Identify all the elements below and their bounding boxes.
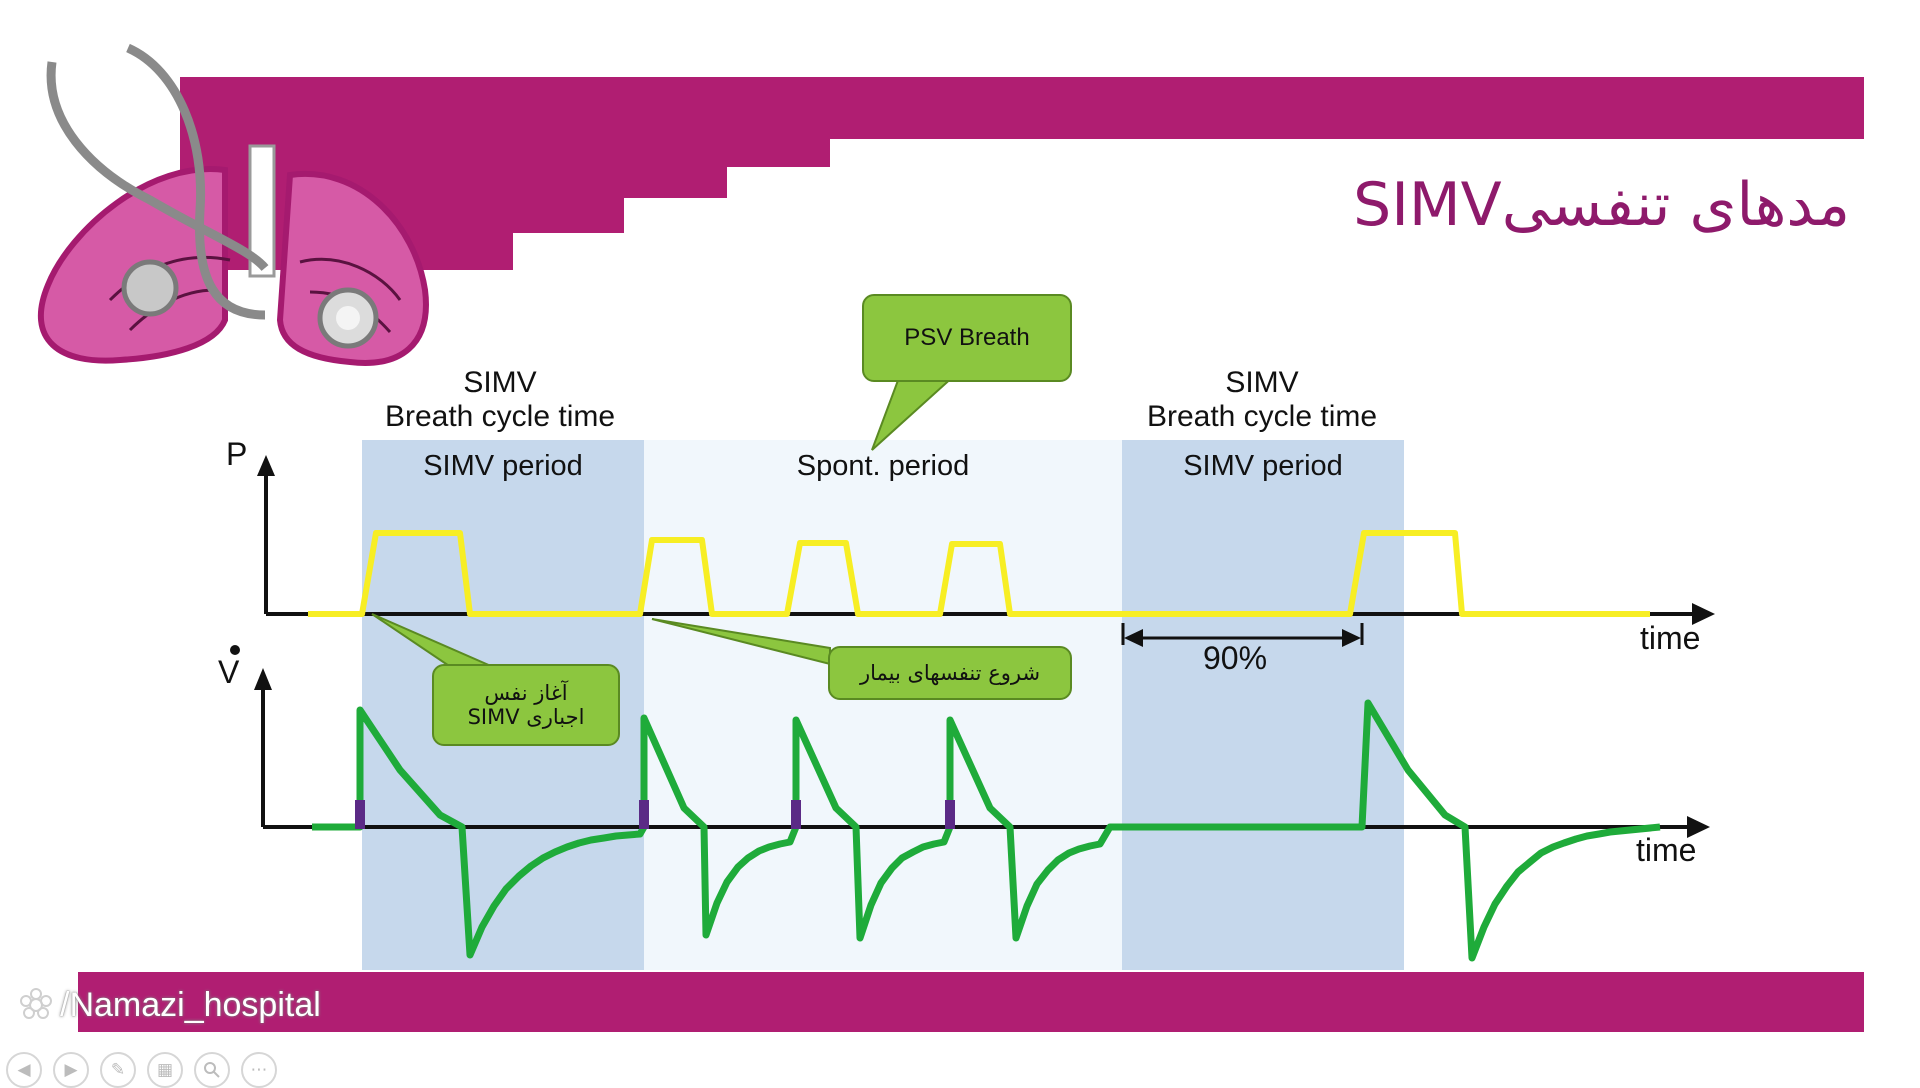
simv-period-label-2: SIMV period	[1183, 450, 1343, 482]
time-label-top: time	[1640, 620, 1701, 656]
psv-breath-text: PSV Breath	[904, 324, 1030, 351]
simv-cycle-header-right: SIMV Breath cycle time	[1102, 366, 1422, 434]
psv-breath-callout: PSV Breath	[862, 294, 1072, 382]
pressure-curve	[308, 530, 1650, 617]
pen-button[interactable]: ✎	[100, 1052, 136, 1088]
header-left-line2: Breath cycle time	[384, 400, 616, 433]
more-icon: ⋯	[250, 1060, 268, 1080]
patient-breath-callout: شروع تنفسهای بیمار	[828, 646, 1072, 700]
header-banner	[180, 77, 1864, 270]
more-options-button[interactable]: ⋯	[241, 1052, 277, 1088]
next-slide-button[interactable]: ▶	[53, 1052, 89, 1088]
flow-axis-label: V	[218, 654, 240, 690]
slide-title: مدهای تنفسیSIMV	[1353, 170, 1850, 240]
simv-period-2-panel	[1122, 440, 1404, 970]
header-left-line1: SIMV	[463, 366, 537, 399]
flow-axes	[254, 668, 1710, 838]
zoom-icon	[204, 1062, 220, 1078]
trigger-mark-3	[791, 800, 801, 829]
watermark: /Namazi_hospital	[16, 985, 321, 1025]
trigger-mark-4	[945, 800, 955, 829]
previous-slide-button[interactable]: ◀	[6, 1052, 42, 1088]
slides-icon: ▦	[156, 1060, 174, 1080]
mandatory-breath-callout: آغاز نفس اجباری SIMV	[432, 664, 620, 746]
mandatory-callout-line2: اجباری SIMV	[467, 705, 585, 729]
patient-callout-text: شروع تنفسهای بیمار	[859, 661, 1041, 685]
pressure-axis-label: P	[226, 436, 248, 472]
trigger-marks	[355, 800, 955, 829]
simv-cycle-header-left: SIMV Breath cycle time	[340, 366, 660, 434]
psv-callout-pointer	[871, 374, 958, 451]
pen-icon: ✎	[110, 1060, 126, 1080]
watermark-text: /Namazi_hospital	[60, 985, 321, 1024]
lungs-stethoscope-logo	[37, 43, 429, 366]
footer-banner	[78, 972, 1864, 1032]
flow-dot-icon	[230, 645, 240, 655]
trigger-mark-1	[355, 800, 365, 829]
header-right-line1: SIMV	[1225, 366, 1299, 399]
trigger-window-arrow	[1121, 623, 1364, 647]
trigger-window-label: 90%	[1203, 640, 1268, 676]
mandatory-callout-line1: آغاز نفس	[484, 681, 568, 705]
previous-icon: ◀	[17, 1060, 31, 1080]
slides-button[interactable]: ▦	[147, 1052, 183, 1088]
camera-roll-icon	[20, 988, 52, 1019]
trigger-mark-2	[639, 800, 649, 829]
zoom-button[interactable]	[194, 1052, 230, 1088]
simv-period-label-1: SIMV period	[423, 450, 583, 482]
next-icon: ▶	[64, 1060, 78, 1080]
time-label-bottom: time	[1636, 832, 1697, 868]
presentation-controls: ◀ ▶ ✎ ▦ ⋯	[6, 1052, 277, 1088]
header-right-line2: Breath cycle time	[1146, 400, 1378, 433]
spont-period-label: Spont. period	[796, 450, 970, 482]
flow-curve	[312, 699, 1661, 962]
patient-callout-pointer	[651, 618, 831, 666]
